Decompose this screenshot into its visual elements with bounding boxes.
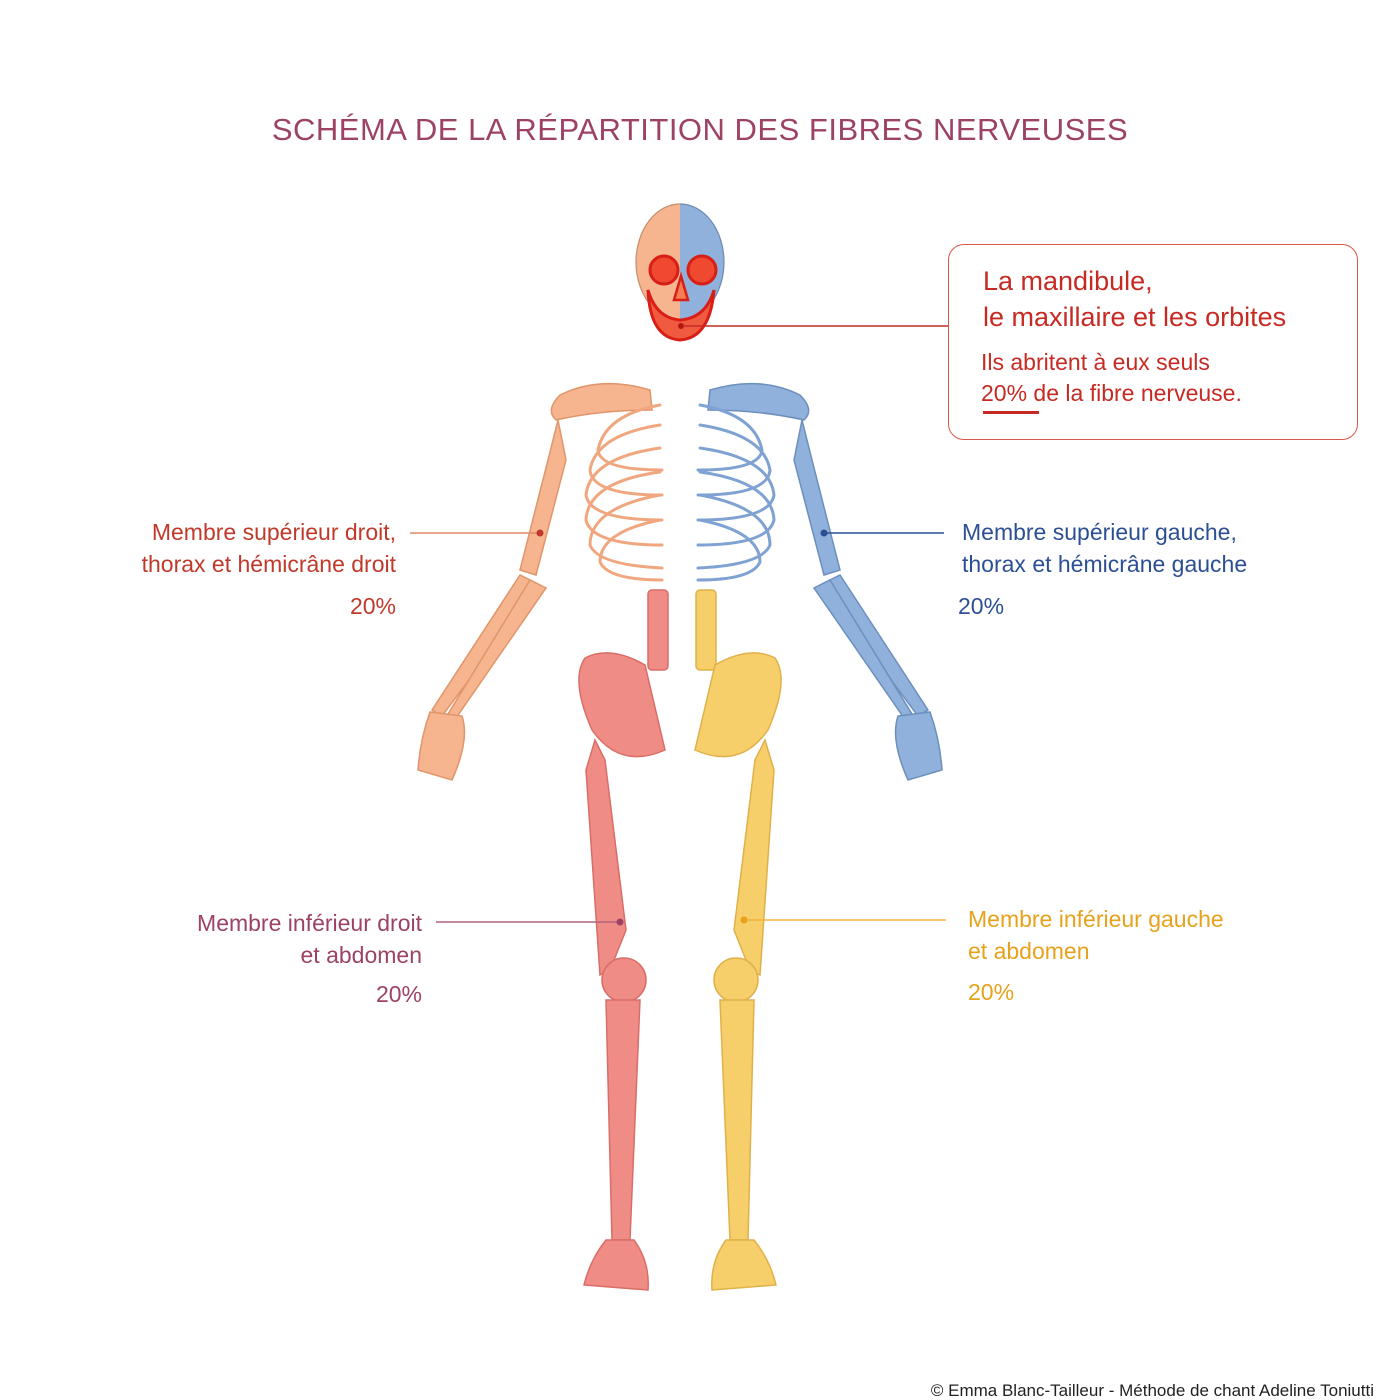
callout-body-line1: Ils abritent à eux seuls <box>981 349 1210 375</box>
lower-right-percent: 20% <box>375 981 422 1007</box>
jaw-callout: La mandibule, le maxillaire et les orbit… <box>948 244 1358 440</box>
lower-right-label-line1: Membre inférieur droit <box>197 910 422 936</box>
callout-body-line2: 20% de la fibre nerveuse. <box>981 377 1242 409</box>
lower-left-label-line1: Membre inférieur gauche <box>968 906 1224 932</box>
upper-right-label-line2: thorax et hémicrâne droit <box>141 551 396 577</box>
copyright-credit: © Emma Blanc-Tailleur - Méthode de chant… <box>930 1381 1374 1400</box>
upper-right-label-line1: Membre supérieur droit, <box>151 519 396 545</box>
lower-left-percent: 20% <box>968 979 1015 1005</box>
callout-percent-underline <box>983 411 1039 414</box>
diagram-title: SCHÉMA DE LA RÉPARTITION DES FIBRES NERV… <box>271 112 1129 147</box>
upper-left-label-line2: thorax et hémicrâne gauche <box>962 551 1248 577</box>
upper-left-percent: 20% <box>958 593 1005 619</box>
upper-right-percent: 20% <box>349 593 396 619</box>
callout-body-rest: de la fibre nerveuse. <box>1027 380 1242 406</box>
lower-left-label-line2: et abdomen <box>968 938 1090 964</box>
lower-right-side <box>578 589 669 1291</box>
lower-left-side <box>694 589 782 1291</box>
callout-heading-line1: La mandibule, <box>983 266 1153 296</box>
upper-right-side <box>417 382 664 781</box>
connector-lines <box>410 325 948 926</box>
jaw-and-orbits-highlight <box>646 254 718 342</box>
callout-percent: 20% <box>981 380 1028 406</box>
skull <box>635 203 725 342</box>
upper-left-label-line1: Membre supérieur gauche, <box>962 519 1237 545</box>
callout-heading-line2: le maxillaire et les orbites <box>983 302 1287 332</box>
lower-right-label-line2: et abdomen <box>300 942 422 968</box>
upper-left-side <box>696 382 943 781</box>
